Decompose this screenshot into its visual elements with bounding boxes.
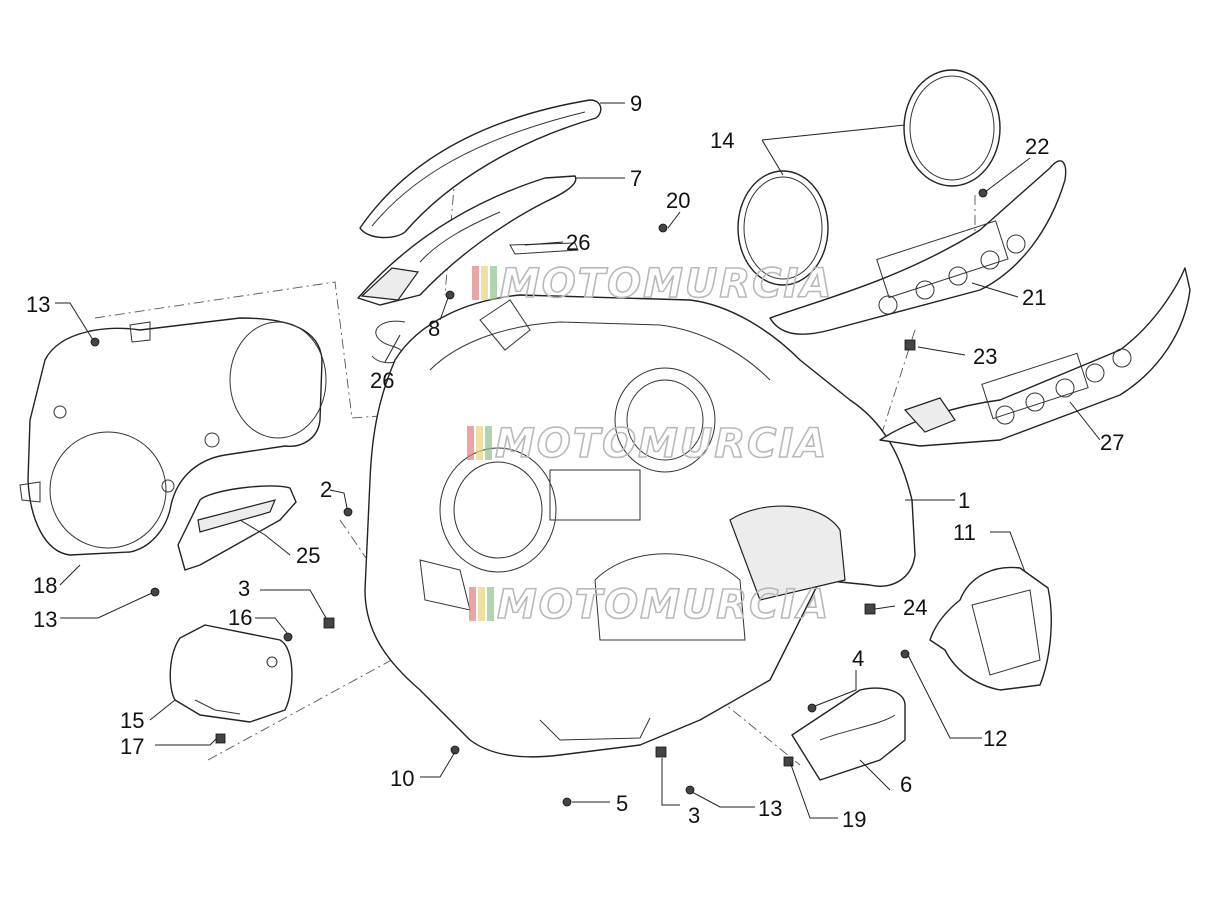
callout-22: 22 (1025, 134, 1049, 159)
clip-3-lower (655, 746, 667, 758)
part-9-top-trim (359, 99, 602, 239)
screw-22 (978, 188, 988, 198)
leader-lines (55, 102, 1101, 819)
screw-13-mid (150, 587, 160, 597)
part-14-rings (737, 69, 1001, 286)
callout-19: 19 (842, 807, 866, 832)
fasteners (90, 188, 988, 807)
callout-14: 14 (710, 128, 734, 153)
part-6-lower-plate (791, 687, 906, 781)
callout-17: 17 (120, 734, 144, 759)
screw-2 (343, 507, 353, 517)
screw-5 (562, 797, 572, 807)
part-21-switch-panel (769, 160, 1067, 335)
callout-20: 20 (666, 188, 690, 213)
callout-23: 23 (973, 344, 997, 369)
screw-8 (445, 290, 455, 300)
callout-3: 3 (688, 803, 700, 828)
clip-3 (323, 617, 335, 629)
clip-24 (864, 603, 876, 615)
callout-13: 13 (33, 607, 57, 632)
callout-6: 6 (900, 772, 912, 797)
callout-2: 2 (320, 477, 332, 502)
callout-11: 11 (953, 520, 976, 545)
callout-4: 4 (852, 646, 864, 671)
svg-text:MOTOMURCIA: MOTOMURCIA (497, 582, 830, 628)
part-25-bracket (177, 485, 297, 571)
part-18-instrument-cover (19, 317, 327, 556)
screw-4 (807, 703, 817, 713)
part-7-inner-trim (357, 175, 577, 306)
callout-24: 24 (903, 595, 927, 620)
watermark-top: MOTOMURCIA (472, 260, 833, 308)
part-27-switch-panel (879, 267, 1191, 447)
callout-5: 5 (616, 791, 628, 816)
clip-17 (215, 733, 226, 744)
svg-text:MOTOMURCIA: MOTOMURCIA (495, 421, 828, 467)
callout-8: 8 (428, 316, 440, 341)
screw-20 (658, 223, 668, 233)
svg-text:MOTOMURCIA: MOTOMURCIA (500, 261, 833, 307)
watermark-bottom: MOTOMURCIA (469, 581, 830, 629)
callout-3: 3 (238, 576, 250, 601)
callout-7: 7 (630, 166, 642, 191)
callout-13: 13 (758, 796, 782, 821)
callout-labels: 9 7 26 8 26 20 14 22 21 23 27 1 11 24 4 … (26, 91, 1124, 832)
screw-16 (283, 632, 293, 642)
callout-16: 16 (228, 605, 252, 630)
callout-10: 10 (390, 766, 414, 791)
callout-9: 9 (630, 91, 642, 116)
part-15-lower-cover (169, 624, 293, 723)
callout-26: 26 (566, 230, 590, 255)
callout-13: 13 (26, 292, 50, 317)
screw-12 (900, 649, 910, 659)
callout-18: 18 (33, 573, 57, 598)
part-1-main-housing (364, 294, 916, 758)
callout-25: 25 (296, 543, 320, 568)
clip-19 (783, 756, 794, 767)
callout-1: 1 (958, 488, 970, 513)
watermark-middle: MOTOMURCIA (467, 420, 828, 468)
callout-27: 27 (1100, 430, 1124, 455)
callout-15: 15 (120, 708, 144, 733)
callout-12: 12 (983, 726, 1007, 751)
callout-21: 21 (1022, 285, 1046, 310)
callout-26: 26 (370, 368, 394, 393)
part-11-right-cover (929, 566, 1052, 691)
clip-23 (904, 339, 916, 351)
screw-10 (450, 745, 460, 755)
